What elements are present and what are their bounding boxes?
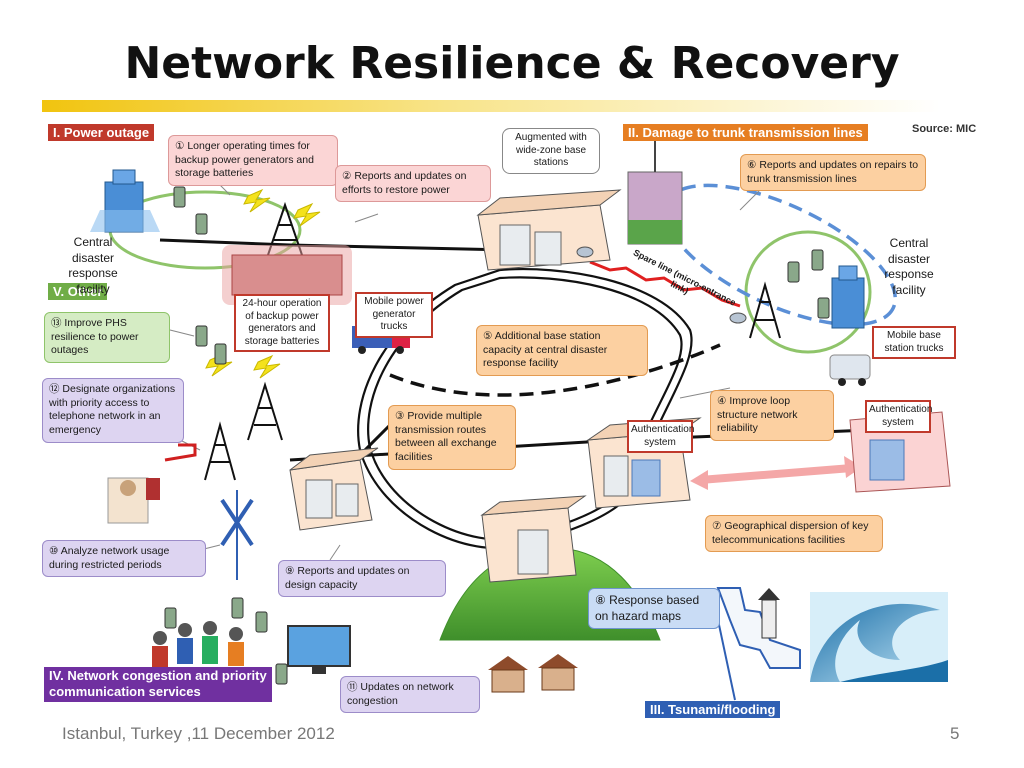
label-central-right: Central disaster response facility [884,236,934,297]
additional-route [389,343,721,397]
callout-13: ⑬ Improve PHS resilience to power outage… [44,312,170,363]
page-title: Network Resilience & Recovery [124,38,900,89]
label-auth-right: Authentication system [865,400,932,433]
callout-11: ⑪ Updates on network congestion [340,676,480,714]
coastline-map [716,587,801,701]
tag-power-outage: I. Power outage [48,124,155,141]
crowd-icon [152,621,244,668]
tsunami-wave [810,592,948,682]
tag-other: V. Other [48,283,108,300]
priority-arrow [164,443,197,462]
callout-6: ⑥ Reports and updates on repairs to trun… [740,154,926,192]
base-station-truck [829,354,871,386]
callout-5: ⑤ Additional base station capacity at ce… [476,325,648,376]
title-underline [42,100,940,112]
exchange-building-hill [480,495,587,583]
exchange-building-left [289,447,379,531]
satellite-dish-icons [576,246,747,324]
exchange-building-top [476,189,622,271]
failed-tower [220,490,254,580]
priority-user-icon [107,477,160,524]
callout-4: ④ Improve loop structure network reliabi… [710,390,834,441]
tag-congestion: IV. Network congestion and priority comm… [44,667,272,702]
label-mobile-base: Mobile base station trucks [872,326,956,359]
callout-8: ⑧ Response based on hazard maps [588,588,720,630]
tag-trunk-damage: II. Damage to trunk transmission lines [623,124,868,141]
central-building-right [831,265,865,329]
backup-generator [222,245,352,305]
source-note: Source: MIC [912,123,977,135]
callout-12: ⑫ Designate organizations with priority … [42,378,184,443]
callout-2: ② Reports and updates on efforts to rest… [335,165,491,203]
mobile-phone-icons [164,186,830,685]
callout-10: ⑩ Analyze network usage during restricte… [42,540,206,578]
callout-1: ① Longer operating times for backup powe… [168,135,338,186]
page-number: 5 [950,724,960,743]
house-phone-icons [488,654,578,693]
tag-tsunami: III. Tsunami/flooding [645,701,781,718]
spare-line [589,260,741,308]
callout-7: ⑦ Geographical dispersion of key telecom… [705,515,883,553]
wide-zone-building [627,140,683,245]
central-building-left [90,169,160,233]
label-augmented: Augmented with wide-zone base stations [502,128,600,174]
label-central-left: Central disaster response facility [68,235,118,296]
callout-3: ③ Provide multiple transmission routes b… [388,405,516,470]
radio-tower [204,201,781,481]
dispersion-arrow [690,456,862,490]
monitor-icon [287,625,351,674]
callout-9: ⑨ Reports and updates on design capacity [278,560,446,598]
label-auth-center: Authentication system [627,420,694,453]
label-mobile-power: Mobile power generator trucks [355,292,433,338]
footer-location-date: Istanbul, Turkey ,11 December 2012 [62,724,335,743]
label-generator-24h: 24-hour operation of backup power genera… [234,294,330,352]
lightning-icons [205,188,321,379]
